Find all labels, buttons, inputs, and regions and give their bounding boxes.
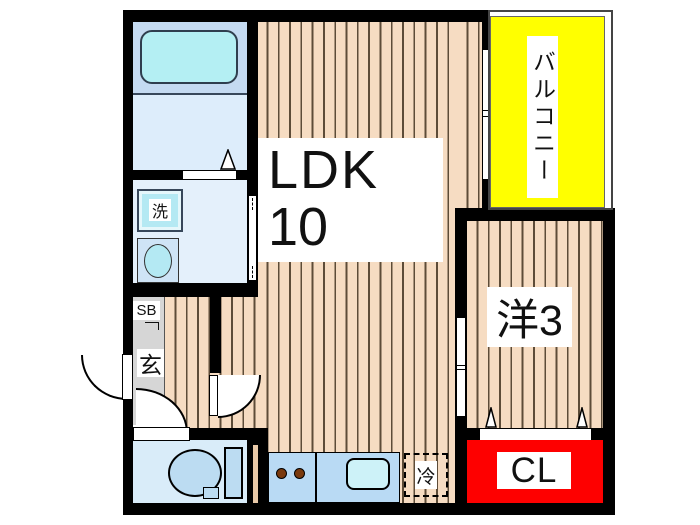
western-room-label: 洋3 (487, 287, 572, 347)
kitchen-stove-counter (268, 452, 316, 503)
refrigerator-space (404, 453, 448, 497)
wall-closet-right (592, 428, 603, 440)
bathroom-door-triangle-icon (220, 149, 236, 170)
wall-bathroom-right (247, 10, 258, 297)
wall-left (123, 10, 133, 515)
wall-bottom (123, 503, 615, 515)
vanity-basin (144, 244, 172, 278)
stove-burner-icon (276, 468, 287, 479)
bathtub (140, 30, 238, 84)
stove-burner-icon (294, 468, 305, 479)
wall-right (603, 208, 615, 515)
washroom-sliding-door (248, 195, 257, 281)
western-room-sliding-door (456, 317, 466, 417)
ldk-size-label: 10 (268, 197, 329, 257)
toilet-bowl (168, 449, 222, 497)
shoe-box-label: SB (133, 301, 160, 320)
wall-under-balcony (455, 208, 615, 221)
toilet-door-leaf (133, 427, 190, 441)
ldk-flooring (257, 22, 457, 503)
ldk-label-box: LDK 10 (258, 138, 443, 262)
wall-hallway-ldk (210, 297, 221, 373)
ldk-door-leaf (209, 375, 218, 416)
wall-washroom-bottom (123, 283, 258, 297)
entrance-door-leaf (122, 354, 133, 400)
closet-label: CL (497, 451, 571, 490)
shoe-box-leader-line (145, 322, 159, 330)
entrance-label: 玄 (137, 349, 164, 378)
refrigerator-label: 冷 (415, 461, 437, 489)
washer-label: 洗 (149, 199, 171, 221)
wall-toilet-right-strip (253, 445, 258, 503)
entrance-door-arc (81, 355, 127, 400)
wall-closet-left (467, 428, 479, 440)
toilet-flush-box (203, 487, 219, 499)
closet-door-triangle-right-icon (576, 407, 588, 428)
closet-door-triangle-left-icon (485, 407, 497, 428)
ldk-flooring-upper-right (457, 22, 483, 208)
wall-top (123, 10, 491, 22)
balcony-label: バルコニー (527, 36, 558, 198)
toilet-tank (224, 447, 243, 499)
bathroom-door-opening (182, 170, 237, 180)
ldk-label: LDK (268, 140, 380, 200)
kitchen-sink (346, 458, 390, 490)
